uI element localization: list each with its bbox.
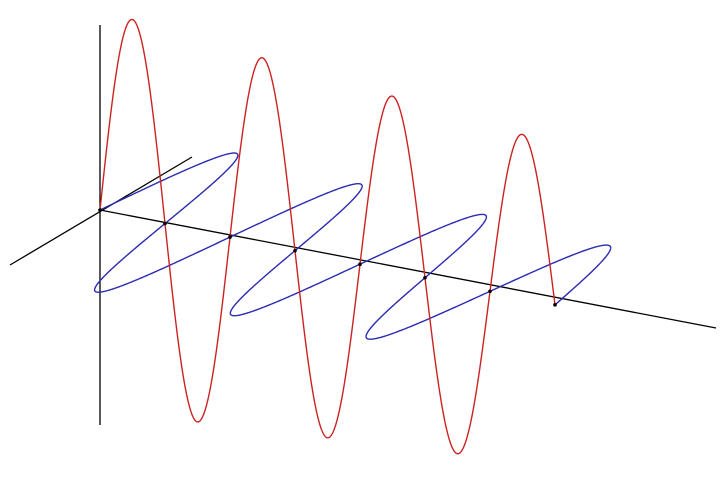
wave-nodes <box>98 208 557 307</box>
propagation-axis <box>99 209 717 329</box>
axes <box>9 25 717 425</box>
wave-node <box>358 262 362 267</box>
wave-node <box>163 221 167 226</box>
wave-node <box>228 235 232 239</box>
wave-node <box>293 248 297 253</box>
wave-node <box>553 303 557 307</box>
wave-node <box>423 275 427 280</box>
wave-node <box>488 289 492 294</box>
vertical-wave-curve <box>99 18 556 455</box>
wave-node <box>98 208 102 212</box>
horizontal-wave-curve <box>93 152 612 340</box>
